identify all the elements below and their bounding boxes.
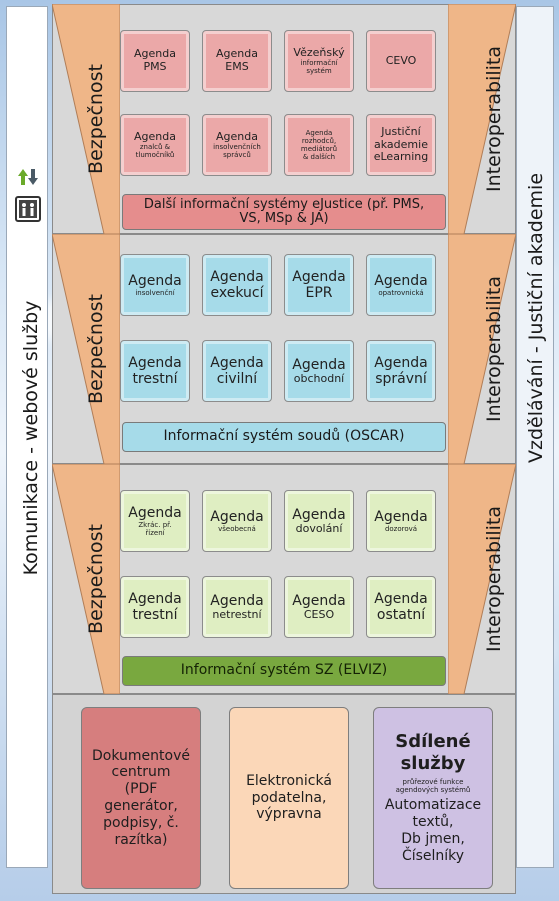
box-agenda-epr: Agenda EPR	[284, 254, 354, 316]
box-agenda-criminal: Agenda trestní	[120, 340, 190, 402]
box-agenda-guardianship: Agenda opatrovnická	[366, 254, 436, 316]
box-agenda-commercial: Agenda obchodní	[284, 340, 354, 402]
interoperability-label: Interoperabilita	[483, 46, 505, 192]
box-agenda-administrative: Agenda správní	[366, 340, 436, 402]
left-bar-label: Komunikace - webové služby	[20, 300, 42, 576]
box-agenda-ceso: Agenda CESO	[284, 576, 354, 638]
security-funnel	[52, 464, 120, 694]
interoperability-label: Interoperabilita	[483, 276, 505, 422]
box-agenda-arbitrators: Agenda rozhodců, mediátorů & dalších	[284, 114, 354, 176]
box-agenda-appeal: Agenda dovolání	[284, 490, 354, 552]
interoperability-label: Interoperabilita	[483, 506, 505, 652]
box-agenda-supervisory: Agenda dozorová	[366, 490, 436, 552]
box-prison-system: Vězeňský informační systém	[284, 30, 354, 92]
box-agenda-experts: Agenda znalců & tlumočníků	[120, 114, 190, 176]
box-agenda-noncriminal: Agenda netrestní	[202, 576, 272, 638]
security-label: Bezpečnost	[85, 294, 108, 404]
right-bar-label: Vzdělávání - Justiční akademie	[525, 172, 547, 464]
document-center-card: Dokumentové centrum (PDF generátor, podp…	[81, 707, 201, 889]
box-agenda-abbreviated: Agenda Zkrác. př. řízení	[120, 490, 190, 552]
shared-services-section: Dokumentové centrum (PDF generátor, podp…	[52, 694, 516, 894]
bar-other-ejustice-systems: Další informační systémy eJustice (př. P…	[122, 194, 446, 230]
left-communication-bar: Komunikace - webové služby	[6, 6, 48, 868]
section-ejustice: Bezpečnost Interoperabilita Agenda PMS A…	[52, 4, 516, 234]
web-services-icon	[15, 169, 41, 222]
box-agenda-executions: Agenda exekucí	[202, 254, 272, 316]
right-education-bar: Vzdělávání - Justiční akademie	[516, 6, 554, 868]
shared-services-card: Sdílené služby průřezové funkce agendový…	[373, 707, 493, 889]
box-agenda-pms: Agenda PMS	[120, 30, 190, 92]
bar-court-information-system: Informační systém soudů (OSCAR)	[122, 422, 446, 452]
box-agenda-insolvency-admins: Agenda insolvenčních správců	[202, 114, 272, 176]
security-funnel	[52, 4, 120, 234]
box-agenda-insolvency: Agenda insolvenční	[120, 254, 190, 316]
interoperability-funnel	[448, 464, 516, 694]
security-label: Bezpečnost	[85, 524, 108, 634]
bar-sz-information-system: Informační systém SZ (ELVIZ)	[122, 656, 446, 686]
interoperability-funnel	[448, 234, 516, 464]
box-cevo: CEVO	[366, 30, 436, 92]
box-agenda-civil: Agenda civilní	[202, 340, 272, 402]
section-oscar: Bezpečnost Interoperabilita Agenda insol…	[52, 234, 516, 464]
electronic-filing-card: Elektronická podatelna, výpravna	[229, 707, 349, 889]
section-elviz: Bezpečnost Interoperabilita Agenda Zkrác…	[52, 464, 516, 694]
interoperability-funnel	[448, 4, 516, 234]
box-agenda-criminal-sz: Agenda trestní	[120, 576, 190, 638]
box-agenda-general: Agenda všeobecná	[202, 490, 272, 552]
box-agenda-other: Agenda ostatní	[366, 576, 436, 638]
box-agenda-ems: Agenda EMS	[202, 30, 272, 92]
security-funnel	[52, 234, 120, 464]
security-label: Bezpečnost	[85, 64, 108, 174]
box-judicial-academy-elearning: Justiční akademie eLearning	[366, 114, 436, 176]
